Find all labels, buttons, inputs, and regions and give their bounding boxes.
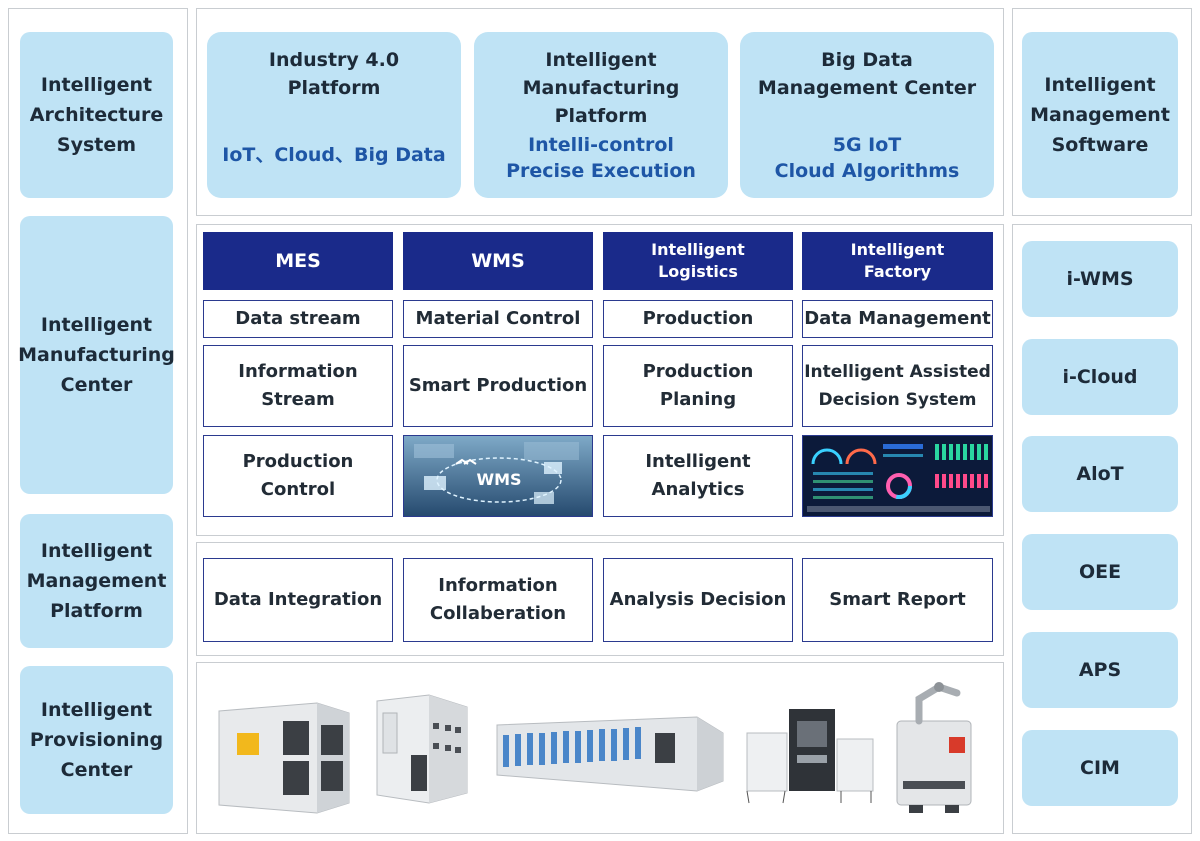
intelligent-architecture-system: Intelligent Architecture System (20, 32, 173, 198)
cell-production-control: Production Control (203, 435, 393, 517)
card-subtitle: IoT、Cloud、Big Data (222, 144, 446, 166)
dashboard-image (802, 435, 993, 517)
cell-assisted-decision-system: Intelligent Assisted Decision System (802, 345, 993, 427)
right-item-aps: APS (1022, 632, 1178, 708)
wms-image-label: WMS (476, 470, 521, 489)
intelligent-management-software: Intelligent Management Software (1022, 32, 1178, 198)
cell-intelligent-analytics: Intelligent Analytics (603, 435, 793, 517)
cell-information-collaberation: Information Collaberation (403, 558, 593, 642)
mobile-robot-image (896, 682, 972, 813)
storage-line-image (496, 716, 724, 792)
intelligent-provisioning-center: Intelligent Provisioning Center (20, 666, 173, 814)
header-intelligent-factory: Intelligent Factory (802, 232, 993, 290)
cell-material-control: Material Control (403, 300, 593, 338)
header-mes: MES (203, 232, 393, 290)
cell-data-integration: Data Integration (203, 558, 393, 642)
cell-production: Production (603, 300, 793, 338)
right-item-i-wms: i-WMS (1022, 241, 1178, 317)
industry-platform-card: Industry 4.0 Platform IoT、Cloud、Big Data (207, 32, 461, 198)
cell-information-stream: Information Stream (203, 345, 393, 427)
right-item-cim: CIM (1022, 730, 1178, 806)
header-wms: WMS (403, 232, 593, 290)
card-title: Industry 4.0 Platform (268, 49, 400, 99)
cell-analysis-decision: Analysis Decision (603, 558, 793, 642)
right-item-aiot: AloT (1022, 436, 1178, 512)
equipment-illustrations (218, 682, 972, 814)
stepped-machine-image (376, 694, 468, 804)
cell-data-stream: Data stream (203, 300, 393, 338)
big-data-center-card: Big Data Management Center 5G IoT Cloud … (740, 32, 994, 198)
cell-smart-production: Smart Production (403, 345, 593, 427)
intelligent-management-platform: Intelligent Management Platform (20, 514, 173, 648)
wms-image: WMS (403, 435, 593, 517)
right-item-i-cloud: i-Cloud (1022, 339, 1178, 415)
test-station-image (746, 709, 874, 804)
header-intelligent-logistics: Intelligent Logistics (603, 232, 793, 290)
card-title: Intelligent Manufacturing Platform (522, 49, 680, 127)
card-subtitle: 5G IoT Cloud Algorithms (774, 134, 960, 182)
cell-data-management: Data Management (802, 300, 993, 338)
card-subtitle: Intelli-control Precise Execution (506, 134, 696, 182)
intelligent-manufacturing-center: Intelligent Manufacturing Center (18, 216, 175, 494)
right-item-oee: OEE (1022, 534, 1178, 610)
cube-machine-image (218, 702, 350, 814)
cell-production-planing: Production Planing (603, 345, 793, 427)
cell-smart-report: Smart Report (802, 558, 993, 642)
card-title: Big Data Management Center (757, 49, 977, 99)
manufacturing-platform-card: Intelligent Manufacturing Platform Intel… (474, 32, 728, 198)
